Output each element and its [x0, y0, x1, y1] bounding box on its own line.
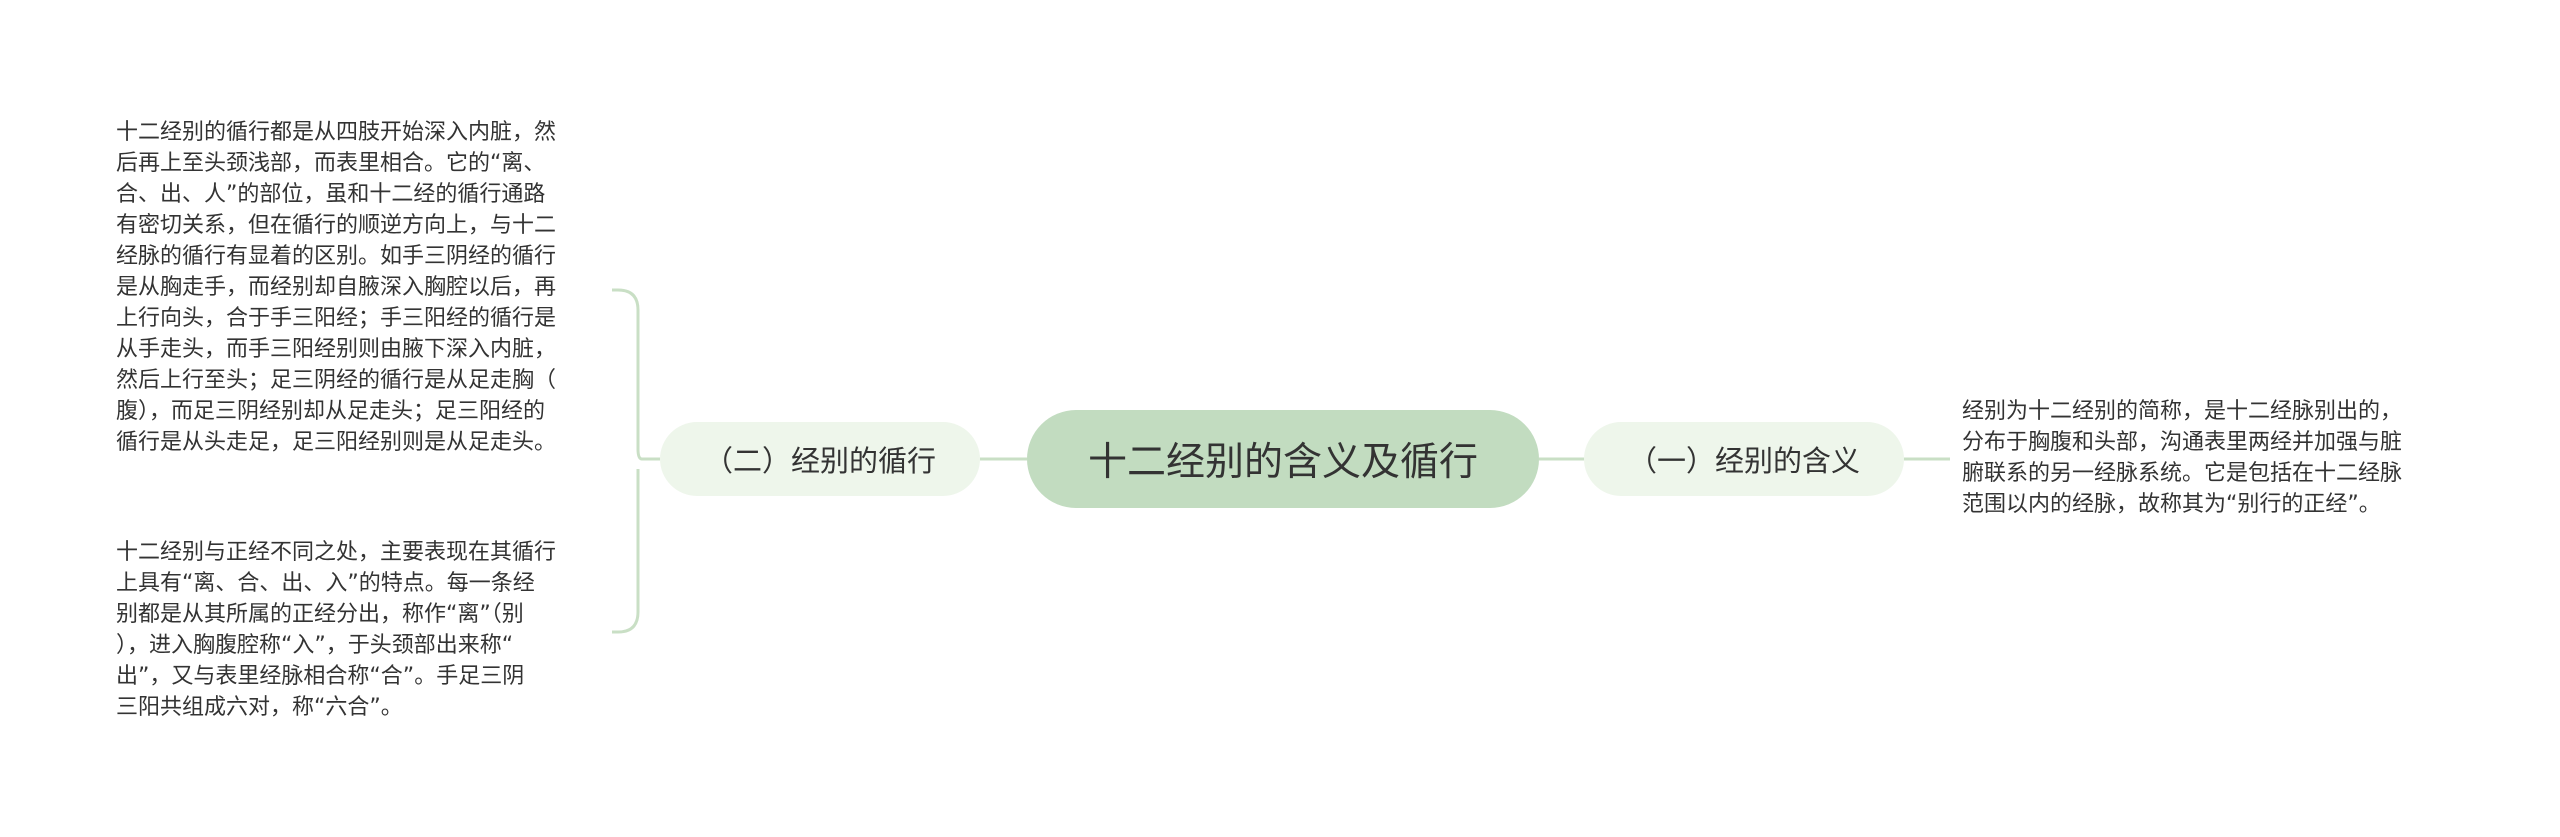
note-meaning-definition[interactable]: 经别为十二经别的简称，是十二经脉别出的， 分布于胸腹和头部，沟通表里两经并加强与…	[1962, 399, 2403, 517]
topic-meridian-meaning[interactable]: （一）经别的含义	[1584, 422, 1904, 496]
central-topic[interactable]: 十二经别的含义及循行	[1027, 410, 1539, 508]
connector-left-bracket	[612, 288, 660, 634]
note-circulation-features[interactable]: 十二经别与正经不同之处，主要表现在其循行 上具有“离、合、出、入”的特点。每一条…	[116, 540, 557, 720]
topic-meridian-circulation[interactable]: （二）经别的循行	[660, 422, 980, 496]
note-circulation-route[interactable]: 十二经别的循行都是从四肢开始深入内脏，然 后再上至头颈浅部，而表里相合。它的“离…	[116, 120, 557, 455]
